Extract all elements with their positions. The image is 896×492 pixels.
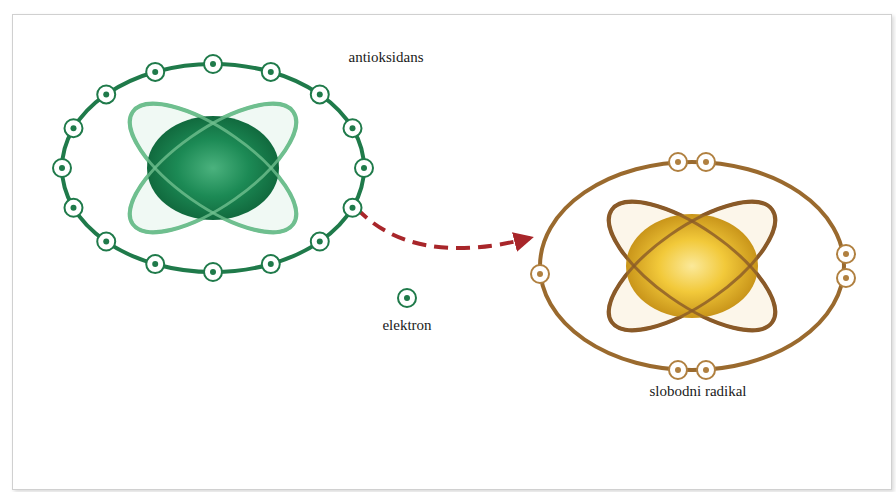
orbit bbox=[111, 81, 315, 256]
electron-dot bbox=[103, 239, 109, 245]
electron-ring bbox=[697, 361, 715, 379]
electron-particle: elektron bbox=[398, 289, 416, 307]
antioxidant-atom: antioksidans bbox=[60, 62, 366, 274]
electron-ring bbox=[311, 85, 329, 103]
outer-shell bbox=[62, 64, 364, 272]
node-shape bbox=[60, 62, 366, 274]
electron-ring bbox=[344, 119, 362, 137]
electron-dot bbox=[70, 125, 76, 131]
electron-ring bbox=[204, 263, 222, 281]
electron-dot bbox=[152, 261, 158, 267]
orbit bbox=[590, 179, 794, 354]
electron-dot bbox=[268, 261, 274, 267]
electron-dot bbox=[210, 61, 216, 67]
electron-dot bbox=[210, 269, 216, 275]
electron-ring bbox=[531, 265, 549, 283]
electron-dot bbox=[59, 165, 65, 171]
transfer-arrow bbox=[357, 208, 530, 248]
free-radical-atom: slobodni radikal bbox=[538, 160, 846, 372]
electron-ring bbox=[669, 361, 687, 379]
electron-ring bbox=[837, 269, 855, 287]
electron-ring bbox=[669, 153, 687, 171]
orbit-front bbox=[111, 81, 315, 256]
electron-dot bbox=[317, 91, 323, 97]
electron-dot bbox=[843, 251, 849, 257]
electron-dot bbox=[350, 125, 356, 131]
electron-ring bbox=[97, 85, 115, 103]
electron-ring bbox=[344, 199, 362, 217]
orbit bbox=[590, 179, 794, 354]
electron-ring bbox=[697, 153, 715, 171]
electron-dot bbox=[537, 271, 543, 277]
electron-ring bbox=[204, 55, 222, 73]
node-label: slobodni radikal bbox=[647, 382, 748, 400]
electron-dot bbox=[361, 165, 367, 171]
electron-dot bbox=[317, 239, 323, 245]
orbit-front bbox=[590, 179, 794, 354]
electron-dot bbox=[268, 69, 274, 75]
electron-ring bbox=[355, 159, 373, 177]
orbit-front bbox=[111, 81, 315, 256]
node-label: antioksidans bbox=[347, 48, 426, 66]
node-label: elektron bbox=[380, 316, 433, 334]
electron-dot bbox=[70, 205, 76, 211]
electron-ring bbox=[837, 245, 855, 263]
electron-ring bbox=[64, 119, 82, 137]
electron-ring bbox=[311, 233, 329, 251]
electron-ring bbox=[53, 159, 71, 177]
orbit-front bbox=[590, 179, 794, 354]
electron-dot bbox=[350, 205, 356, 211]
node-shape bbox=[538, 160, 846, 372]
electron-dot bbox=[152, 69, 158, 75]
electron-ring bbox=[398, 289, 416, 307]
electron-dot bbox=[103, 91, 109, 97]
electron-dot bbox=[404, 295, 410, 301]
electron-dot bbox=[675, 159, 681, 165]
electron-ring bbox=[262, 63, 280, 81]
electron-dot bbox=[703, 159, 709, 165]
orbit bbox=[111, 81, 315, 256]
electron-ring bbox=[262, 255, 280, 273]
nucleus bbox=[626, 214, 758, 318]
node-shape bbox=[398, 289, 416, 307]
outer-shell bbox=[540, 162, 844, 370]
nucleus bbox=[147, 116, 279, 220]
electron-ring bbox=[146, 255, 164, 273]
electron-dot bbox=[703, 367, 709, 373]
electron-ring bbox=[64, 199, 82, 217]
electron-dot bbox=[843, 275, 849, 281]
electron-dot bbox=[675, 367, 681, 373]
electron-ring bbox=[97, 233, 115, 251]
electron-ring bbox=[146, 63, 164, 81]
